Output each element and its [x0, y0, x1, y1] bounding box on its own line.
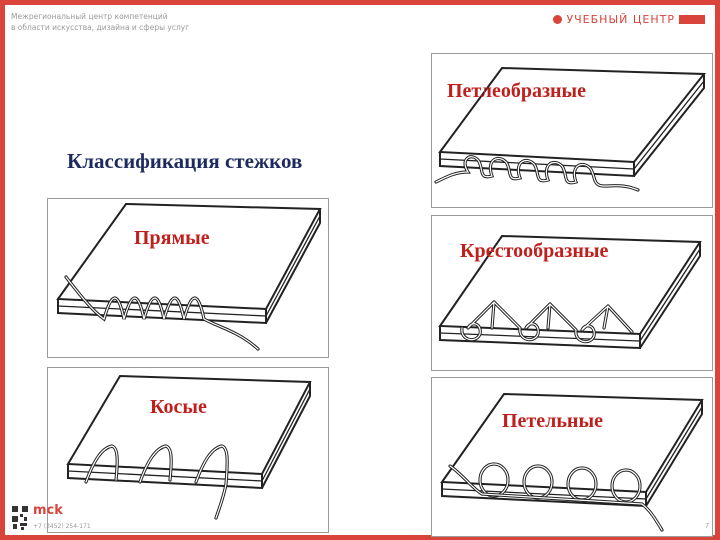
- logo-badge-icon: [679, 15, 705, 24]
- panel-label-cross: Крестообразные: [460, 240, 609, 262]
- qr-code-icon: [11, 505, 29, 531]
- header-logo: УЧЕБНЫЙ ЦЕНТР: [553, 13, 705, 26]
- panel-buttonhole-stitch: Петельные: [431, 377, 713, 537]
- panel-label-slanted: Косые: [150, 396, 207, 418]
- logo-circle-icon: [553, 15, 563, 24]
- panel-label-straight: Прямые: [134, 227, 210, 249]
- footer-brand: mck: [33, 503, 63, 518]
- straight-stitch-icon: [56, 202, 322, 351]
- panel-label-buttonhole: Петельные: [502, 410, 603, 432]
- header-org-line2: в области искусства, дизайна и сферы усл…: [11, 23, 190, 32]
- panel-loop-stitch: Петлеобразные: [431, 53, 713, 208]
- logo-text: УЧЕБНЫЙ ЦЕНТР: [566, 13, 675, 26]
- panel-cross-stitch: Крестообразные: [431, 215, 713, 371]
- buttonhole-stitch-icon: [440, 392, 704, 532]
- header-org-text: Межрегиональный центр компетенций в обла…: [11, 11, 189, 33]
- cross-stitch-icon: [438, 234, 702, 350]
- header-org-line1: Межрегиональный центр компетенций: [11, 12, 168, 21]
- panel-straight-stitch: Прямые: [47, 198, 329, 358]
- footer-phone: +7 (3452) 254-171: [33, 523, 91, 530]
- page-number: 7: [705, 523, 709, 530]
- slanted-stitch-icon: [66, 374, 312, 520]
- loop-stitch-icon: [434, 66, 707, 192]
- panel-slanted-stitch: Косые: [47, 367, 329, 533]
- panel-label-loop: Петлеобразные: [447, 80, 587, 102]
- page-title: Классификация стежков: [67, 149, 303, 173]
